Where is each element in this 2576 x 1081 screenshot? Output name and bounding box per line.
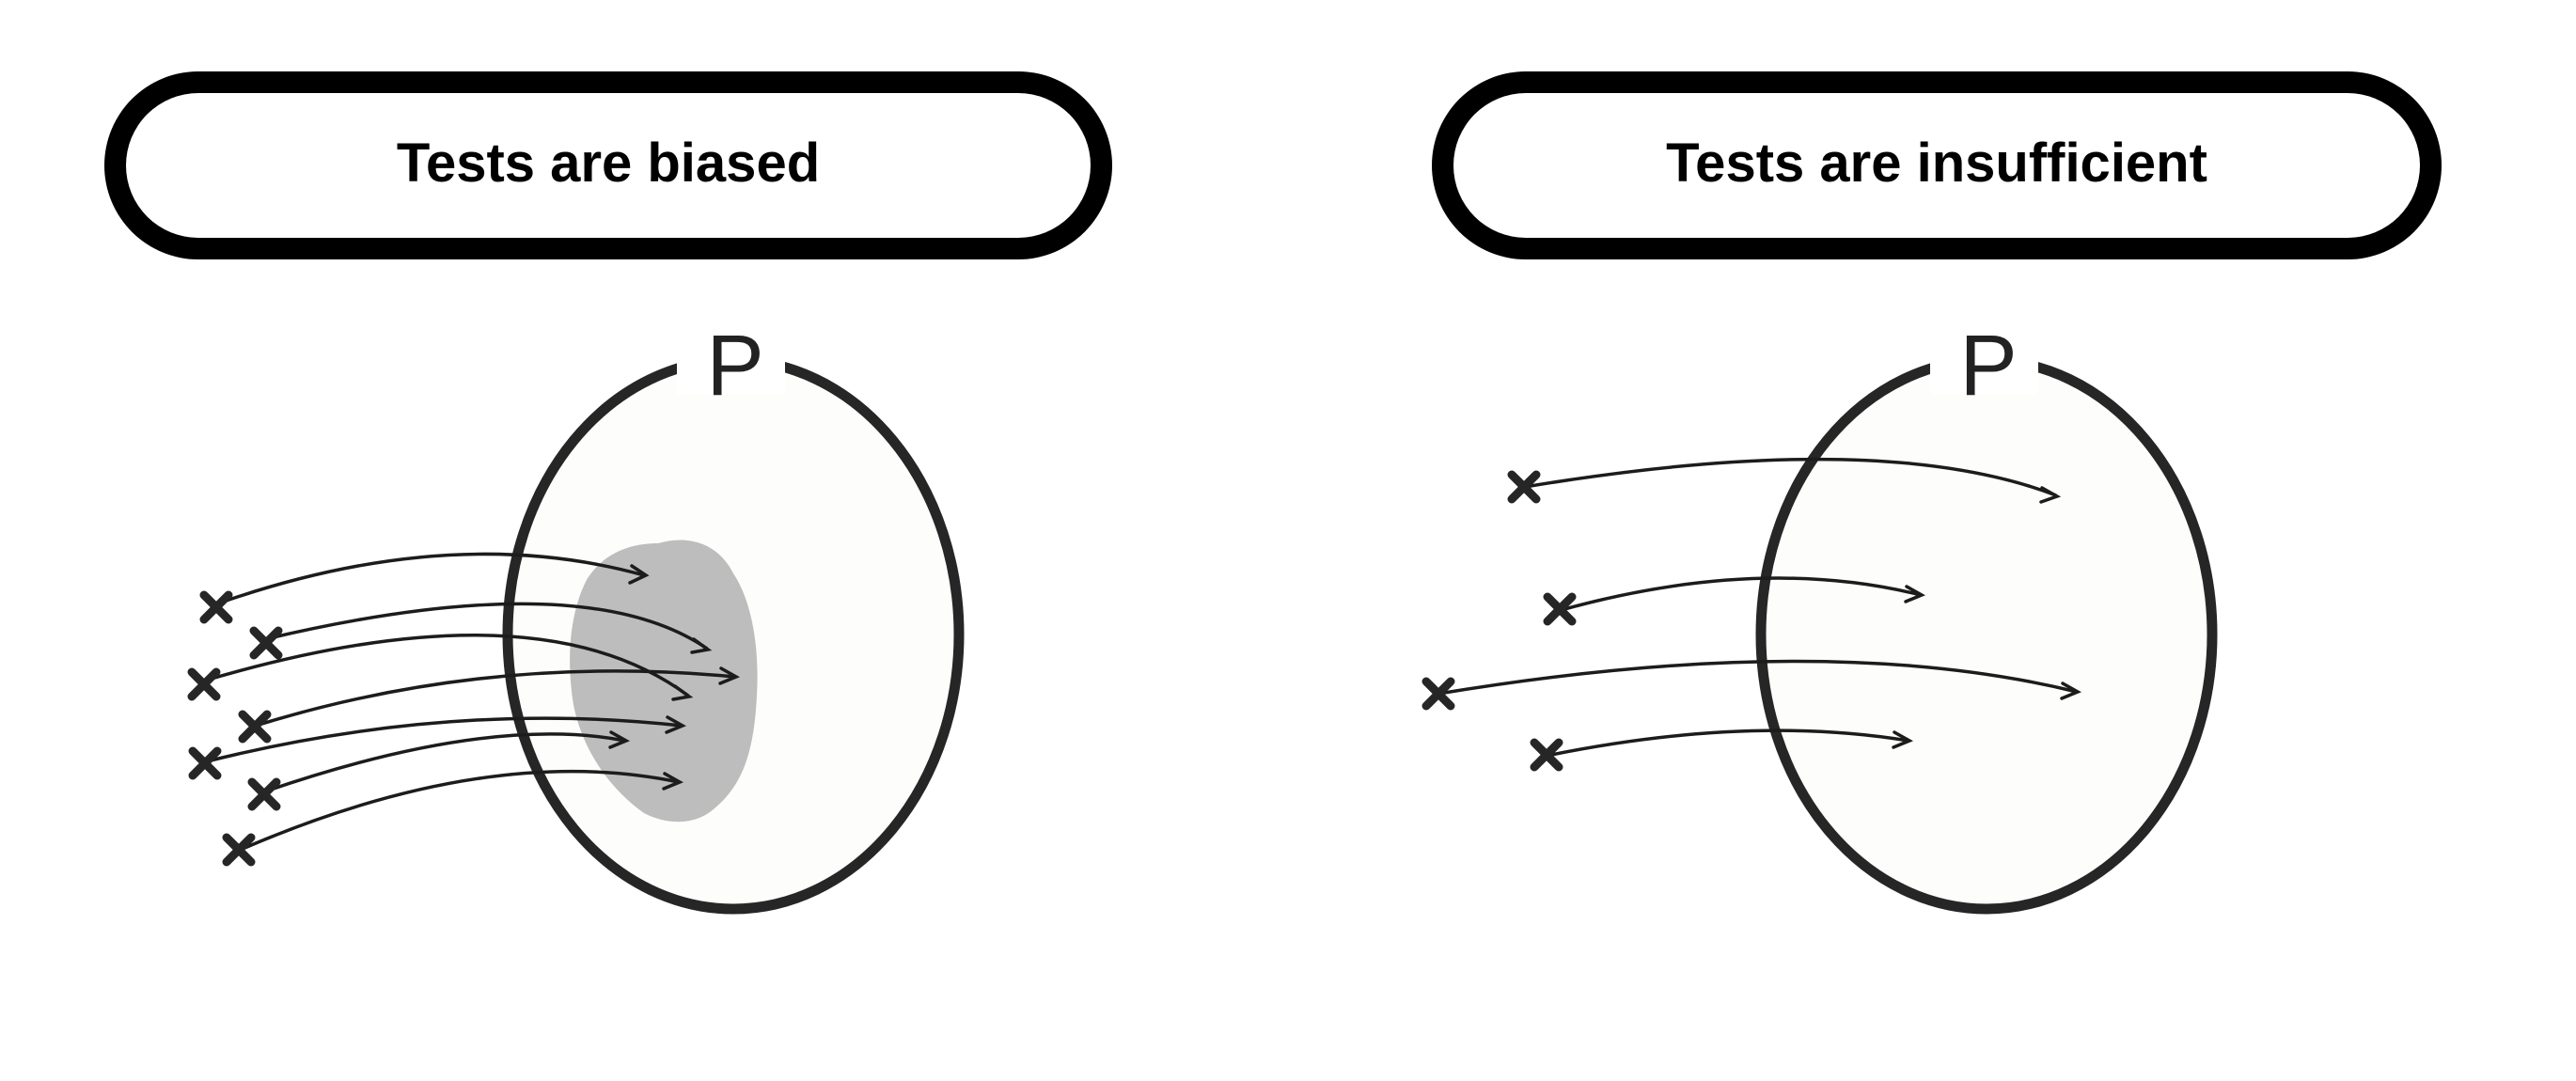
sample-arrow — [1546, 728, 1909, 758]
sample-arrow — [255, 669, 736, 728]
arrow-head-icon — [665, 715, 687, 734]
set-p-outline — [1755, 354, 2218, 915]
cross-mark-icon — [187, 667, 221, 701]
cross-mark-icon — [1422, 677, 1455, 711]
panel-biased: Tests are biased P — [104, 71, 1112, 915]
cross-mark-icon — [1507, 470, 1541, 504]
sample-arrow — [1437, 659, 2078, 696]
panel-title: Tests are insufficient — [1666, 133, 2207, 194]
set-label: P — [1959, 318, 2017, 414]
sample-arrow — [206, 716, 683, 763]
sample-arrow — [1524, 457, 2057, 497]
cross-mark-icon — [1530, 738, 1563, 772]
title-pill-biased: Tests are biased — [104, 71, 1112, 259]
arrow-head-icon — [671, 684, 694, 701]
sample-arrow — [264, 732, 626, 793]
arrow-head-icon — [1892, 730, 1914, 749]
title-pill-insufficient: Tests are insufficient — [1432, 71, 2442, 259]
sample-arrow — [1557, 576, 1922, 613]
arrow-head-icon — [690, 637, 713, 654]
arrow-head-icon — [718, 666, 741, 685]
cross-mark-icon — [238, 710, 272, 744]
cross-mark-icon — [188, 746, 222, 780]
cross-mark-icon — [247, 777, 281, 811]
arrow-head-icon — [662, 772, 684, 791]
sample-arrows-insufficient — [1437, 457, 2082, 758]
arrow-head-icon — [2060, 682, 2082, 700]
sample-arrows-biased — [204, 552, 741, 851]
sample-arrow — [264, 602, 708, 650]
set-label: P — [706, 318, 763, 414]
arrow-head-icon — [608, 730, 631, 749]
samples-biased — [187, 590, 283, 867]
cross-mark-icon — [199, 590, 233, 624]
sample-arrow — [242, 769, 680, 851]
cross-mark-icon — [249, 626, 283, 660]
arrow-head-icon — [628, 564, 650, 585]
sample-arrow — [217, 552, 645, 605]
arrow-head-icon — [1904, 585, 1926, 603]
cross-mark-icon — [1543, 592, 1577, 626]
samples-insufficient — [1422, 470, 1577, 772]
panel-title: Tests are biased — [397, 133, 820, 194]
arrow-head-icon — [2039, 486, 2062, 504]
cross-mark-icon — [222, 833, 256, 867]
sample-arrow — [204, 633, 690, 697]
panel-insufficient: Tests are insufficient P — [1422, 71, 2442, 915]
